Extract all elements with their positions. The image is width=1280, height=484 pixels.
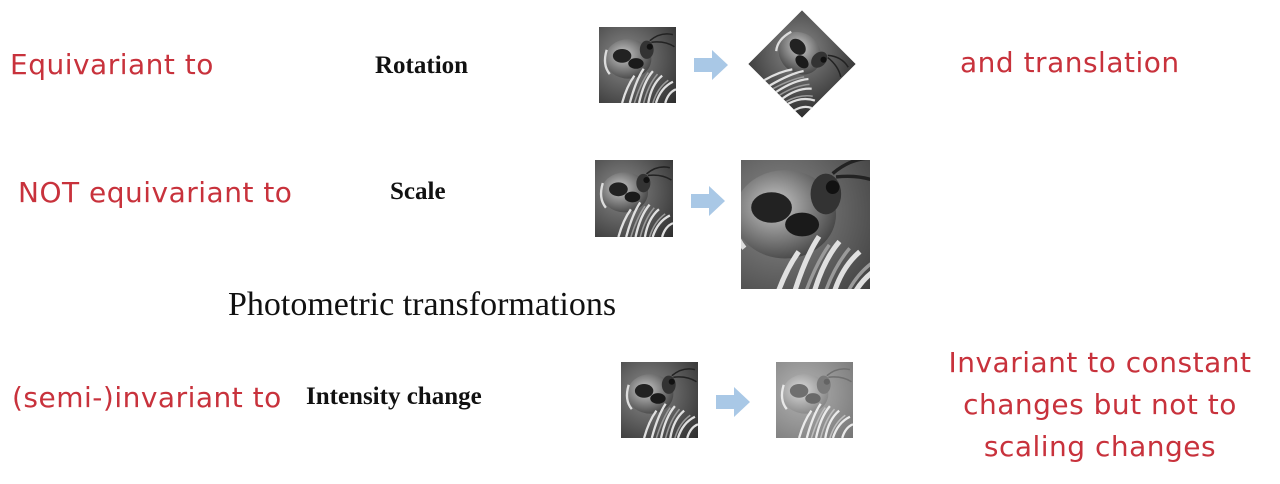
bee-image-rotated bbox=[748, 10, 856, 118]
right-arrow-icon bbox=[716, 387, 750, 417]
annotation-equivariant: Equivariant to bbox=[10, 48, 214, 81]
bee-image-brightened bbox=[776, 362, 853, 438]
bee-image-original-rotation bbox=[599, 27, 676, 103]
right-arrow-icon bbox=[694, 50, 728, 80]
side-note-invariant: Invariant to constant changes but not to… bbox=[930, 342, 1270, 468]
label-rotation: Rotation bbox=[375, 52, 469, 79]
annotation-not-equivariant: NOT equivariant to bbox=[18, 176, 293, 209]
bee-image-original-intensity bbox=[621, 362, 698, 438]
side-note-line-3: scaling changes bbox=[983, 430, 1217, 463]
side-note-translation: and translation bbox=[960, 46, 1180, 79]
right-arrow-icon bbox=[691, 186, 725, 216]
photometric-heading: Photometric transformations bbox=[228, 286, 617, 323]
annotation-semi-invariant: (semi-)invariant to bbox=[12, 381, 282, 414]
side-note-line-1: Invariant to constant bbox=[948, 346, 1252, 379]
bee-image-original-scale bbox=[595, 160, 673, 237]
bee-image-scaled bbox=[741, 160, 870, 289]
label-scale: Scale bbox=[390, 178, 446, 205]
side-note-line-2: changes but not to bbox=[963, 388, 1237, 421]
label-intensity-change: Intensity change bbox=[306, 383, 482, 410]
